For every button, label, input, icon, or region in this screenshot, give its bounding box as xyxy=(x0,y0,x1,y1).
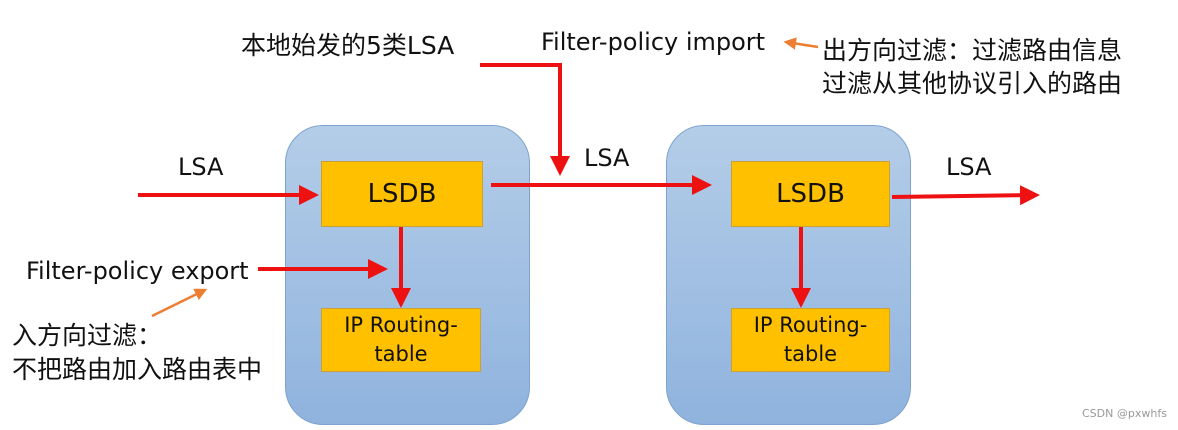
lsa-in-label: LSA xyxy=(178,153,224,181)
outbound-note-pointer xyxy=(783,37,819,50)
filter-export-label: Filter-policy export xyxy=(26,257,249,285)
inbound-note-pointer xyxy=(151,288,208,318)
outbound-note-line1: 出方向过滤：过滤路由信息 xyxy=(822,36,1123,65)
outbound-note-line2: 过滤从其他协议引入的路由 xyxy=(822,69,1123,98)
lsa-between-label: LSA xyxy=(584,144,630,172)
routing-table-label-right-line1: IP Routing- xyxy=(753,313,868,337)
filter-import-label: Filter-policy import xyxy=(541,28,766,56)
lsdb-label-left: LSDB xyxy=(367,179,437,209)
watermark: CSDN @pxwhfs xyxy=(1082,407,1167,420)
routing-table-label-left-line2: table xyxy=(374,342,428,366)
local-type5-arrow xyxy=(480,63,570,176)
inbound-note-line1: 入方向过滤： xyxy=(12,321,163,350)
local-type5-label: 本地始发的5类LSA xyxy=(241,31,455,60)
lsdb-label-right: LSDB xyxy=(776,179,845,209)
lsdb-box-right: LSDB xyxy=(731,161,890,227)
routing-table-label-left-line1: IP Routing- xyxy=(344,313,458,337)
lsa-out-label: LSA xyxy=(946,153,992,181)
routing-table-box-right: IP Routing- table xyxy=(731,308,890,372)
routing-table-box-left: IP Routing- table xyxy=(321,308,481,372)
lsdb-box-left: LSDB xyxy=(321,161,483,227)
lsa-out-arrow xyxy=(891,185,1040,206)
routing-table-label-right-line2: table xyxy=(783,342,838,366)
inbound-note-line2: 不把路由加入路由表中 xyxy=(12,355,263,384)
